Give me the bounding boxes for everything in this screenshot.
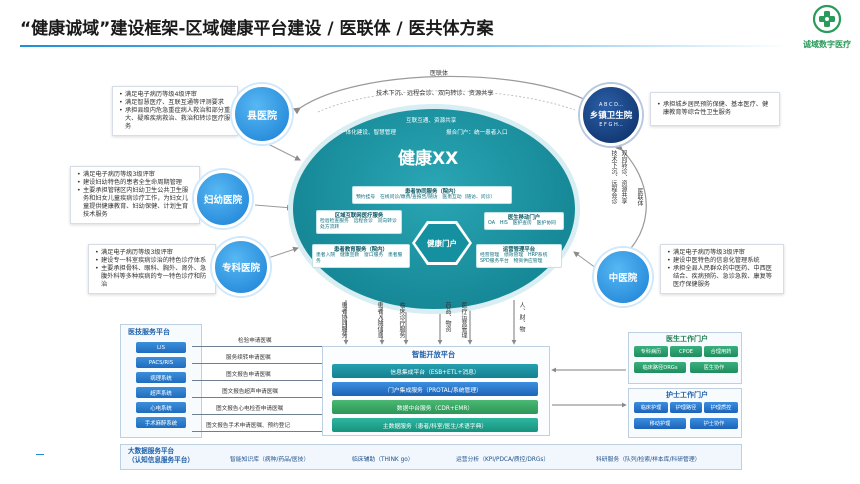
vlabel-patient-service: 患者协同服务 — [340, 302, 347, 338]
tech-item-pathology[interactable]: 病理系统 — [136, 372, 186, 383]
specialty-hospital-node[interactable]: 专科医院 — [212, 238, 270, 296]
bigdata-item-knowledge[interactable]: 智能知识库（病种/药品/医技） — [230, 457, 310, 463]
county-hospital-info: 满足电子病历等级4级评审 满足智慧医疗、互联互通等评测要求 承担县级内危急重症病… — [112, 86, 238, 136]
township-sub-top: A B C D… — [599, 102, 623, 108]
request-label-0: 检验申请医嘱 — [238, 338, 272, 344]
doctor-item-collab[interactable]: 医生协作 — [690, 362, 738, 373]
module-mobile-portal[interactable]: 医生移动门户 OA HIS 医护查房 医护协同 — [484, 212, 564, 230]
health-core-oval — [288, 104, 580, 314]
health-portal-label: 健康门户 — [415, 224, 469, 262]
tech-panel-title: 医技服务平台 — [128, 328, 170, 336]
vlabel-admission: 患者入院信息 — [376, 302, 383, 338]
title-underline — [20, 45, 790, 47]
bigdata-item-research[interactable]: 科研服务（队列/检索/样本库/科研管理） — [596, 457, 701, 463]
tcm-hospital-info: 满足电子病历等级3级评审 建设中医特色的信息化管理系统 承担全县人民群众的中医药… — [660, 244, 784, 294]
township-hospital-info: 承担城乡居民预防保健、基本医疗、健康教育等综合性卫生服务 — [650, 92, 780, 126]
request-line-0 — [192, 346, 322, 347]
bigdata-item-operations[interactable]: 运营分析（KPI/PDCA/质控/DRGs） — [456, 457, 550, 463]
tech-item-ecg[interactable]: 心电系统 — [136, 402, 186, 413]
request-line-2 — [192, 380, 322, 381]
medical-cross-icon — [812, 4, 842, 34]
request-line-5 — [192, 431, 322, 432]
request-line-4 — [192, 414, 322, 415]
nurse-item-qc[interactable]: 护理质控 — [704, 402, 738, 413]
request-label-1: 服务续转申请医嘱 — [226, 355, 271, 361]
core-title: 健康XX — [398, 149, 459, 169]
vlabel-operations: 医疗运营管理 — [460, 302, 467, 338]
maternal-hospital-node[interactable]: 妇幼医院 — [194, 170, 252, 228]
township-label: 乡镇卫生院 — [589, 111, 633, 121]
tech-item-anesthesia[interactable]: 手术麻醉系统 — [136, 417, 186, 428]
module-internet-service[interactable]: 区域互联网医疗服务 检验检查服务 远程会诊 双向转诊 处方流转 — [316, 210, 402, 234]
tech-item-pacs[interactable]: PACS/RIS — [136, 357, 186, 368]
maternal-hospital-info: 满足电子病历等级3级评审 建设妇幼特色的患者全生命周期管理 主要承担管辖区内妇幼… — [70, 166, 200, 224]
slide-title: “健康诚域”建设框架-区域健康平台建设 / 医联体 / 医共体方案 — [20, 19, 494, 39]
doctor-portal-panel — [628, 332, 742, 384]
platform-bar-cdr[interactable]: 数据中台服务（CDR+EMR） — [332, 400, 538, 414]
vlabel-drugs: 药品、物资 — [444, 302, 451, 332]
doctor-portal-title: 医生工作门户 — [666, 335, 708, 343]
nurse-item-clinical[interactable]: 临床护理 — [634, 402, 668, 413]
platform-bar-master-data[interactable]: 主数据服务（患者/科室/医生/术语字典） — [332, 418, 538, 432]
open-platform-title: 智能开放平台 — [412, 350, 456, 359]
specialty-hospital-info: 满足电子病历等级3级评审 建设专一科室疾病诊治的特色诊疗体系 主要承担骨科、眼科… — [88, 244, 216, 294]
right-services-label-2: 双向转诊、资源共享 — [620, 150, 627, 204]
yilianti-right-label: 医联体 — [636, 188, 643, 206]
tech-item-lis[interactable]: LIS — [136, 342, 186, 353]
nurse-item-mobile[interactable]: 移动护理 — [634, 418, 686, 429]
township-sub-bottom: E F G H… — [599, 122, 623, 128]
bigdata-title: 大数据服务平台 （认知信息服务平台） — [128, 447, 194, 464]
nurse-item-path[interactable]: 护理路径 — [670, 402, 702, 413]
request-label-3: 图文报告超声申请医嘱 — [222, 389, 278, 395]
platform-bar-portal[interactable]: 门户集成服务（PROTAL/系统管理） — [332, 382, 538, 396]
request-label-5: 图文报告手术申请医嘱、预约登记 — [206, 423, 290, 429]
nurse-portal-title: 护士工作门户 — [666, 391, 708, 399]
vlabel-clinical: 临床诊疗服务 — [398, 302, 405, 338]
tcm-hospital-node[interactable]: 中医院 — [594, 248, 652, 306]
top-services-label: 技术下沉、远程会诊、双向转诊、资源共享 — [376, 90, 494, 97]
bigdata-panel — [120, 444, 742, 470]
module-operations[interactable]: 运营管理平台 经营管理 绩效管理 HRP系统 SPD服务平台 物资供应管理 — [476, 244, 562, 268]
tech-item-ultrasound[interactable]: 超声系统 — [136, 387, 186, 398]
request-label-2: 图文报告申请医嘱 — [226, 372, 271, 378]
doctor-item-clinical-path[interactable]: 临床路径DRGs — [634, 362, 686, 373]
doctor-item-specialty-record[interactable]: 专科病历 — [634, 346, 668, 357]
request-label-4: 图文报告心电检查申请医嘱 — [216, 406, 284, 412]
module-patient-service[interactable]: 患者协同服务（院内） 预约挂号 在线问诊/缴费/查报告/随访 医患互动（随访、问… — [352, 186, 512, 204]
core-line2a: 一体化建设、智慧管理 — [340, 130, 396, 136]
health-portal-hex[interactable]: 健康门户 — [412, 221, 472, 265]
brand-logo: 诚域数字医疗 — [796, 4, 858, 52]
nurse-item-collab[interactable]: 护士协作 — [690, 418, 738, 429]
request-line-3 — [192, 397, 322, 398]
township-hospital-node[interactable]: A B C D… 乡镇卫生院 E F G H… — [580, 84, 642, 146]
yilianti-top-label: 医联体 — [430, 70, 449, 77]
bigdata-item-clinical-aid[interactable]: 临床辅助（THINK go） — [352, 457, 414, 463]
request-line-1 — [192, 363, 322, 364]
platform-bar-esb[interactable]: 信息集成平台（ESB+ETL+消息） — [332, 364, 538, 378]
county-hospital-node[interactable]: 县医院 — [232, 84, 292, 144]
doctor-item-cpoe[interactable]: CPOE — [670, 346, 702, 357]
module-patient-education[interactable]: 患者教育服务（院内） 患者入院 健康宣教 窗口服务 患者服务 — [312, 244, 410, 268]
nurse-portal-panel — [628, 388, 742, 438]
core-line1: 互联互通、资源共享 — [406, 118, 457, 124]
right-services-label-1: 技术下沉、远程会诊 — [610, 150, 617, 204]
logo-text: 诚域数字医疗 — [803, 40, 851, 49]
core-line2b: 报合门户：统一患者入口 — [446, 130, 508, 136]
doctor-item-rational-drug[interactable]: 合理用药 — [704, 346, 738, 357]
vlabel-resources: 人、财、物 — [518, 302, 525, 332]
footer-mark — [36, 454, 44, 455]
